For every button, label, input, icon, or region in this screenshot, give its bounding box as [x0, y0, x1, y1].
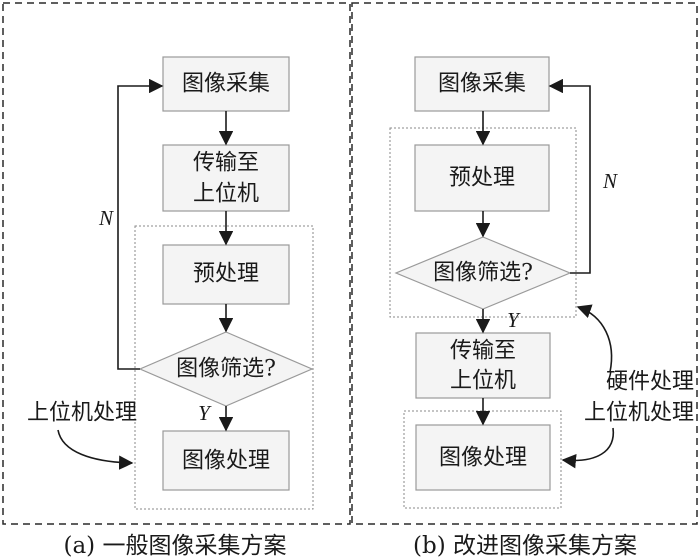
panel-b-transfer-box: [415, 332, 551, 399]
panel-a-caption: (a) 一般图像采集方案: [64, 533, 287, 559]
panel-a-transfer-label-line1: 传输至: [193, 151, 259, 176]
panel-b-preprocess-label: 预处理: [449, 166, 515, 191]
panel-a-frame: [2, 2, 351, 525]
panel-b-arrow-host-curve: [561, 427, 614, 469]
panel-b-edge-yes-label: Y: [507, 308, 521, 332]
panel-a-host-label: 上位机处理: [27, 401, 137, 426]
panel-a-transfer-label-line2: 上位机: [193, 182, 259, 207]
panel-a-transfer-box: [162, 144, 290, 212]
panel-b-acquire-label: 图像采集: [438, 72, 526, 97]
panel-b-process-label: 图像处理: [439, 446, 527, 471]
panel-b-frame: [351, 2, 698, 525]
panel-a-preprocess-label: 预处理: [193, 262, 259, 287]
panel-a-host-group: [134, 225, 314, 510]
panel-b-preprocess-box: [414, 144, 550, 212]
panel-a: 图像采集 传输至 上位机 预处理 图像筛选? 图像处理 N Y 上位机处理 (a…: [27, 56, 314, 559]
panel-b-caption: (b) 改进图像采集方案: [413, 533, 637, 559]
panel-a-edge-no-label: N: [98, 206, 114, 230]
panel-b-screen-label: 图像筛选?: [433, 261, 533, 286]
panel-a-preprocess-box: [162, 244, 290, 305]
panel-b-host-label: 上位机处理: [584, 401, 694, 426]
panel-b-transfer-label-line2: 上位机: [450, 369, 516, 394]
panel-b-arrow-hardware-curve: [576, 304, 613, 373]
panel-b-acquire-box: [414, 56, 550, 112]
panel-a-arrow-host-curve: [57, 429, 134, 470]
panel-b-hardware-label: 硬件处理: [606, 370, 694, 395]
panel-b: 图像采集 预处理 图像筛选? 传输至 上位机 图像处理 N Y 硬件处理 上位机…: [389, 56, 694, 559]
panel-a-edge-yes-label: Y: [198, 401, 212, 425]
panel-b-host-group: [403, 410, 562, 509]
panel-a-process-label: 图像处理: [182, 449, 270, 474]
panel-b-arrow-no-loop: [548, 78, 591, 274]
panel-b-transfer-label-line1: 传输至: [450, 339, 516, 364]
panel-a-screen-label: 图像筛选?: [176, 357, 276, 382]
panel-b-process-box: [415, 424, 551, 491]
panel-b-edge-no-label: N: [602, 169, 618, 193]
panel-a-arrow-no-loop: [117, 78, 164, 370]
panel-a-acquire-label: 图像采集: [182, 72, 270, 97]
